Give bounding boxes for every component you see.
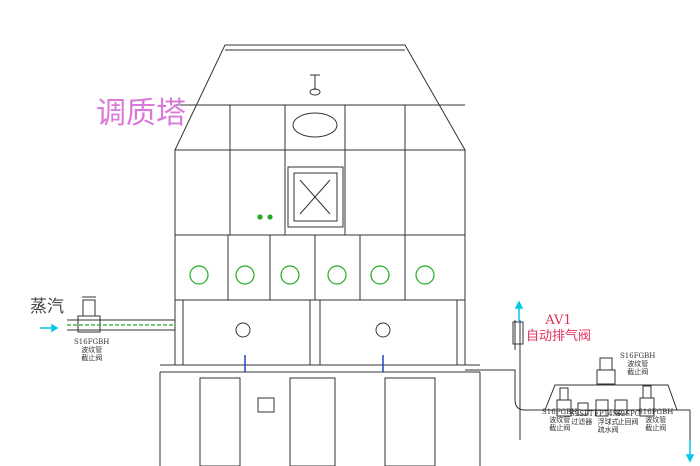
valve-model: S2SPT [570,410,594,418]
valve-model: S16FGBH [74,338,110,346]
tower-middle-section [174,234,466,301]
valve-model: S16FGBH [620,352,656,360]
trap-inlet-valve-label: S16FGBH 波纹管 截止阀 [542,408,577,432]
valve-name: 过滤器 [571,418,593,426]
valve-name: 波纹管 [81,346,103,354]
inlet-valve-label: S16FGBH 波纹管 截止阀 [74,338,109,362]
valve-name: 截止阀 [627,368,649,376]
valve-name: 波纹管 [627,360,649,368]
valve-name: 截止阀 [645,424,667,432]
steam-trap-label: FPT4SP 浮球式 疏水阀 [594,410,622,434]
valve-model: S16FGBH [638,408,674,416]
valve-name: 波纹管 [645,416,667,424]
valve-model: S16FGBH [542,408,578,416]
valve-name: 疏水阀 [597,426,619,434]
bypass-valve-label: S16FGBH 波纹管 截止阀 [620,352,655,376]
trap-outlet-valve-label: S16FGBH 波纹管 截止阀 [638,408,673,432]
valve-name: 截止阀 [549,424,571,432]
check-valve-label: S2SPC 止回阀 [616,410,640,426]
manhole [292,112,338,138]
valve-model: FPT4SP [594,410,623,418]
steam-label: 蒸汽 [30,297,64,317]
valve-name: 止回阀 [617,418,639,426]
av1-name: 自动排气阀 [526,329,592,344]
strainer-label: S2SPT 过滤器 [570,410,593,426]
valve-model: S2SPC [616,410,641,418]
tower-upper-body [174,149,466,236]
drain-lines-blue [244,355,384,372]
steam-pipe-green [67,214,435,326]
inspection-window [287,166,344,228]
av1-tag: AV1 [545,313,572,328]
valve-name: 波纹管 [549,416,571,424]
valve-name: 截止阀 [81,354,103,362]
diagram-title: 调质塔 [96,96,186,131]
av1-label: AV1 自动排气阀 [526,313,591,345]
valve-name: 浮球式 [597,418,619,426]
tower-roof [174,44,466,151]
